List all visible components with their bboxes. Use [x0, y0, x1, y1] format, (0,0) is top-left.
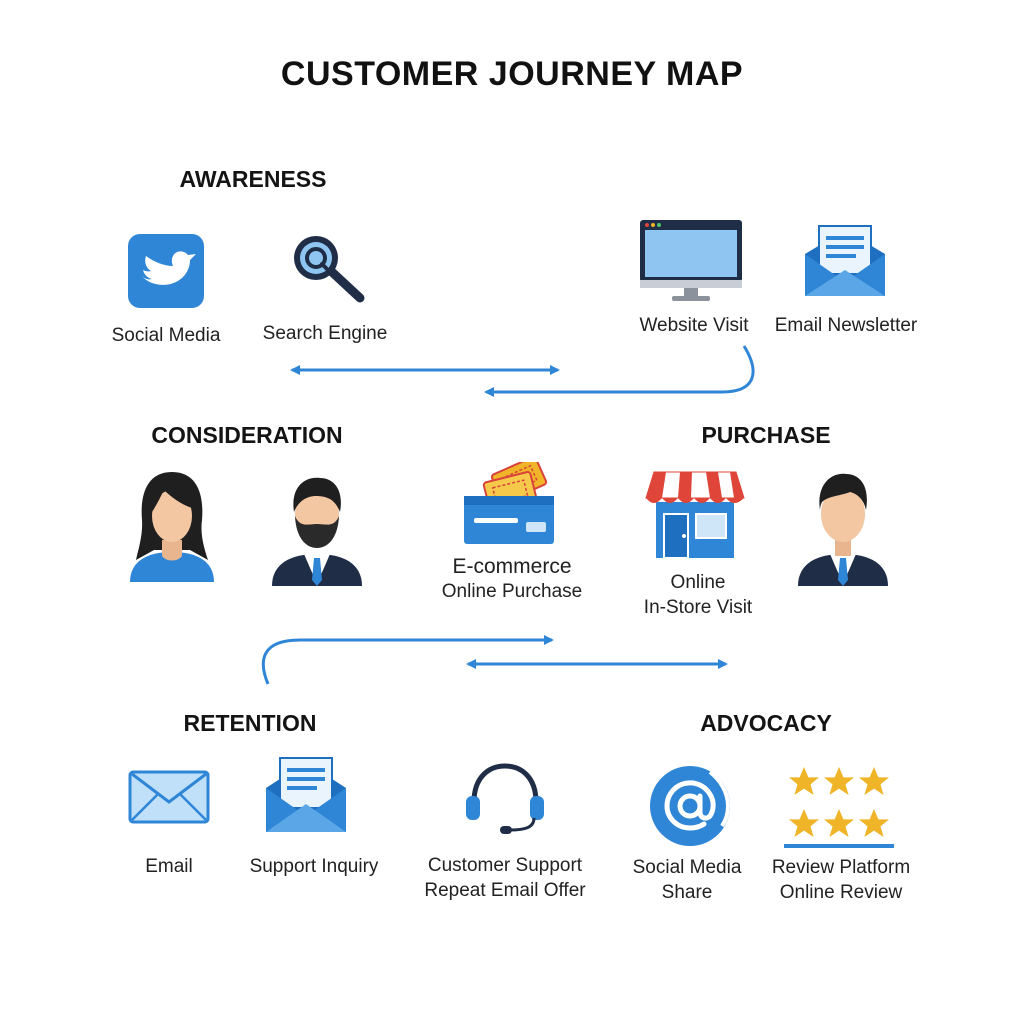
- stage-awareness: AWARENESS: [179, 166, 327, 192]
- magnifier-icon: [294, 236, 365, 303]
- review-label: Review Platform Online Review: [772, 855, 910, 905]
- woman-avatar-icon: [130, 472, 214, 582]
- store-line2: In-Store Visit: [643, 597, 753, 618]
- website-visit-label: Website Visit: [639, 315, 749, 336]
- arrow-website-return: [484, 345, 755, 397]
- at-sign-icon: [650, 766, 731, 846]
- stage-consideration: CONSIDERATION: [151, 422, 343, 448]
- store-label: Online In-Store Visit: [644, 570, 752, 620]
- customer-support-label: Customer Support Repeat Email Offer: [424, 853, 585, 903]
- social-share-line2: Share: [661, 882, 713, 903]
- bearded-man-avatar-icon: [272, 477, 362, 586]
- social-media-label: Social Media: [111, 325, 221, 346]
- email-newsletter-label: Email Newsletter: [774, 315, 918, 336]
- stage-purchase: PURCHASE: [701, 422, 831, 448]
- email-label: Email: [145, 856, 193, 877]
- social-share-line1: Social Media: [632, 857, 742, 878]
- letter-envelope-icon: [266, 757, 346, 832]
- stage-advocacy: ADVOCACY: [700, 710, 832, 736]
- monitor-icon: [640, 220, 742, 301]
- customer-support-line1: Customer Support: [427, 855, 583, 876]
- stage-retention: RETENTION: [183, 710, 317, 736]
- search-engine-label: Search Engine: [262, 323, 388, 344]
- letter-envelope-icon: [805, 225, 885, 296]
- storefront-icon: [645, 471, 745, 559]
- support-inquiry-label: Support Inquiry: [249, 856, 379, 877]
- headset-icon: [466, 763, 544, 834]
- bird-icon: [128, 234, 204, 308]
- review-line1: Review Platform: [771, 857, 911, 878]
- envelope-icon: [128, 770, 210, 824]
- page-title: CUSTOMER JOURNEY MAP: [280, 55, 744, 93]
- stars-icon: [784, 767, 894, 848]
- review-line2: Online Review: [779, 882, 903, 903]
- card-tickets-icon: [464, 462, 554, 544]
- store-line1: Online: [670, 572, 726, 593]
- customer-support-line2: Repeat Email Offer: [424, 880, 586, 901]
- businessman-avatar-icon: [798, 473, 888, 586]
- ecommerce-line2: Online Purchase: [441, 581, 583, 602]
- ecommerce-label: E-commerce Online Purchase: [442, 554, 582, 604]
- ecommerce-line1: E-commerce: [452, 555, 572, 578]
- arrow-retention-curve: [261, 635, 554, 685]
- social-share-label: Social Media Share: [633, 855, 742, 905]
